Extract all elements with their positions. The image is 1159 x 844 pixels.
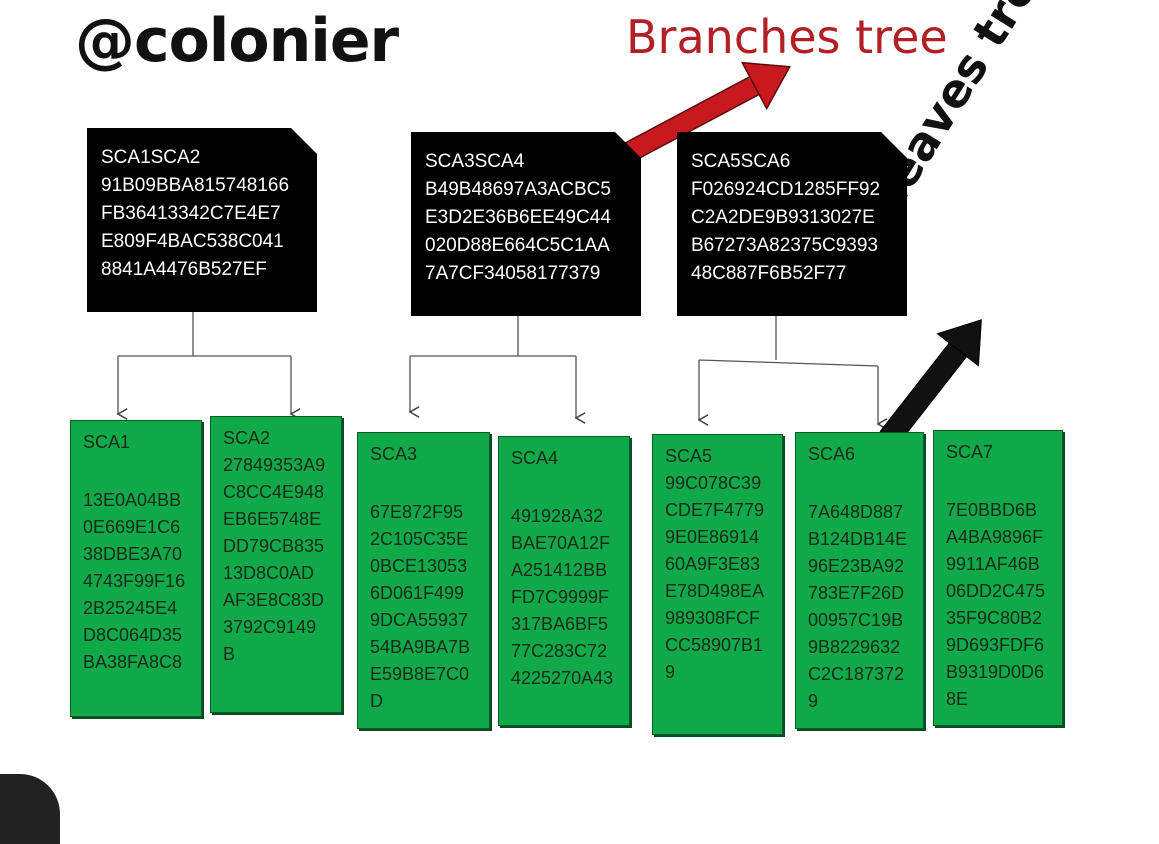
leaf-hash-line: BAE70A12F xyxy=(511,533,611,553)
branch-3-title: SCA5SCA6 xyxy=(691,151,791,172)
leaf-hash-line: C2C187372 xyxy=(808,664,905,684)
leaf-hash-line: C8CC4E948 xyxy=(223,482,325,502)
branch-node-3: SCA5SCA6 F026924CD1285FF92 C2A2DE9B93130… xyxy=(677,132,907,316)
branch-1-hash-line: FB36413342C7E4E7 xyxy=(101,203,281,224)
leaf-hash-line: 9DCA55937 xyxy=(370,610,469,630)
leaf-hash-line: 0E669E1C6 xyxy=(83,517,181,537)
leaf-hash-line: E78D498EA xyxy=(665,581,765,601)
leaf-hash-line xyxy=(946,470,1062,497)
leaf-hash-line: 60A9F3E83 xyxy=(665,554,761,574)
leaf-hash-line: CDE7F4779 xyxy=(665,500,765,520)
branches-tree-label: Branches tree xyxy=(626,10,948,64)
leaf-hash-line: 06DD2C475 xyxy=(946,581,1046,601)
leaf-node-sca5: SCA5 99C078C39 CDE7F4779 9E0E86914 60A9F… xyxy=(652,434,783,735)
leaf-node-sca3: SCA3 67E872F95 2C105C35E 0BCE13053 6D061… xyxy=(357,432,490,729)
leaf-node-sca6: SCA6 7A648D887 B124DB14E 96E23BA92 783E7… xyxy=(795,432,924,729)
branch-3-hash-line: B67273A82375C9393 xyxy=(691,235,879,256)
leaf-label: SCA2 xyxy=(223,428,271,448)
branch-node-2: SCA3SCA4 B49B48697A3ACBC5 E3D2E36B6EE49C… xyxy=(411,132,641,316)
leaf-node-sca2: SCA2 27849353A9 C8CC4E948 EB6E5748E DD79… xyxy=(210,416,342,713)
branch-3-hash-line: 48C887F6B52F77 xyxy=(691,263,847,284)
branch-2-hash-line: E3D2E36B6EE49C44 xyxy=(425,207,611,228)
leaf-hash-line: 9 xyxy=(808,691,819,711)
leaf-hash-line: 3792C9149 xyxy=(223,617,317,637)
leaf-label: SCA3 xyxy=(370,444,418,464)
leaf-hash-line xyxy=(370,472,489,499)
connector-lines xyxy=(116,61,982,446)
leaf-hash-line: 989308FCF xyxy=(665,608,761,628)
leaf-hash-line: 67E872F95 xyxy=(370,502,464,522)
leaf-hash-line: CC58907B1 xyxy=(665,635,764,655)
leaf-hash-line: 9 xyxy=(665,662,676,682)
leaf-hash-line: 8E xyxy=(946,689,969,709)
branch-1-title: SCA1SCA2 xyxy=(101,147,201,168)
leaf-hash-line xyxy=(83,460,201,487)
branch-node-1: SCA1SCA2 91B09BBA815748166 FB36413342C7E… xyxy=(87,128,317,312)
leaf-hash-line: 54BA9BA7B xyxy=(370,637,471,657)
branch-2-title: SCA3SCA4 xyxy=(425,151,525,172)
leaf-node-sca4: SCA4 491928A32 BAE70A12F A251412BB FD7C9… xyxy=(498,436,630,726)
leaf-label: SCA1 xyxy=(83,432,131,452)
leaf-label: SCA6 xyxy=(808,444,856,464)
branch-2-hash-line: 020D88E664C5C1AA xyxy=(425,235,610,256)
leaf-hash-line: 317BA6BF5 xyxy=(511,614,609,634)
leaf-hash-line: 38DBE3A70 xyxy=(83,544,183,564)
leaf-hash-line: 9B8229632 xyxy=(808,637,901,657)
leaf-hash-line xyxy=(511,476,629,503)
leaf-label: SCA5 xyxy=(665,446,713,466)
leaf-hash-line: 7E0BBD6B xyxy=(946,500,1038,520)
leaf-hash-line: EB6E5748E xyxy=(223,509,322,529)
branch-3-hash-line: C2A2DE9B9313027E xyxy=(691,207,875,228)
leaf-hash-line: BA38FA8C8 xyxy=(83,652,183,672)
branch-2-hash-line: 7A7CF34058177379 xyxy=(425,263,601,284)
leaf-hash-line: A251412BB xyxy=(511,560,608,580)
leaf-hash-line: 35F9C80B2 xyxy=(946,608,1043,628)
leaf-hash-line: 6D061F499 xyxy=(370,583,465,603)
branch-3-hash-line: F026924CD1285FF92 xyxy=(691,179,881,200)
leaf-hash-line: B xyxy=(223,644,236,664)
leaf-hash-line: D8C064D35 xyxy=(83,625,183,645)
leaf-hash-line: 9E0E86914 xyxy=(665,527,760,547)
author-handle: @colonier xyxy=(75,6,399,76)
branch-1-hash-line: 91B09BBA815748166 xyxy=(101,175,290,196)
leaf-hash-line xyxy=(808,472,923,499)
leaf-label: SCA4 xyxy=(511,448,559,468)
branch-1-connector xyxy=(116,312,301,420)
leaf-hash-line: B9319D0D6 xyxy=(946,662,1045,682)
branch-3-connector xyxy=(697,316,888,430)
branch-2-hash-line: B49B48697A3ACBC5 xyxy=(425,179,611,200)
leaf-hash-line: 9911AF46B xyxy=(946,554,1040,574)
leaf-hash-line: 4225270A43 xyxy=(511,668,614,688)
leaf-node-sca7: SCA7 7E0BBD6B A4BA9896F 9911AF46B 06DD2C… xyxy=(933,430,1063,726)
leaf-label: SCA7 xyxy=(946,442,994,462)
branch-2-connector xyxy=(408,316,586,424)
leaf-hash-line: 00957C19B xyxy=(808,610,904,630)
branches-arrow xyxy=(616,61,791,166)
leaf-hash-line: 27849353A9 xyxy=(223,455,326,475)
leaf-hash-line: 7A648D887 xyxy=(808,502,904,522)
leaf-hash-line: E59B8E7C0 xyxy=(370,664,470,684)
leaf-hash-line: 9D693FDF6 xyxy=(946,635,1045,655)
leaf-hash-line: 2B25245E4 xyxy=(83,598,178,618)
leaf-hash-line: 77C283C72 xyxy=(511,641,608,661)
leaf-hash-line: 2C105C35E xyxy=(370,529,469,549)
leaf-hash-line: 4743F99F16 xyxy=(83,571,186,591)
leaf-node-sca1: SCA1 13E0A04BB 0E669E1C6 38DBE3A70 4743F… xyxy=(70,420,202,717)
leaf-hash-line: FD7C9999F xyxy=(511,587,610,607)
leaf-hash-line: 13E0A04BB xyxy=(83,490,182,510)
leaf-hash-line: B124DB14E xyxy=(808,529,908,549)
leaf-hash-line: A4BA9896F xyxy=(946,527,1044,547)
leaf-hash-line: 783E7F26D xyxy=(808,583,905,603)
leaf-hash-line: 13D8C0AD xyxy=(223,563,315,583)
leaf-hash-line: 99C078C39 xyxy=(665,473,762,493)
leaf-hash-line: 96E23BA92 xyxy=(808,556,905,576)
branch-1-hash-line: 8841A4476B527EF xyxy=(101,259,267,280)
leaf-hash-line: DD79CB835 xyxy=(223,536,325,556)
leaf-hash-line: D xyxy=(370,691,383,711)
branch-1-hash-line: E809F4BAC538C041 xyxy=(101,231,284,252)
leaf-hash-line: 0BCE13053 xyxy=(370,556,468,576)
leaf-hash-line: AF3E8C83D xyxy=(223,590,325,610)
leaf-hash-line: 491928A32 xyxy=(511,506,604,526)
